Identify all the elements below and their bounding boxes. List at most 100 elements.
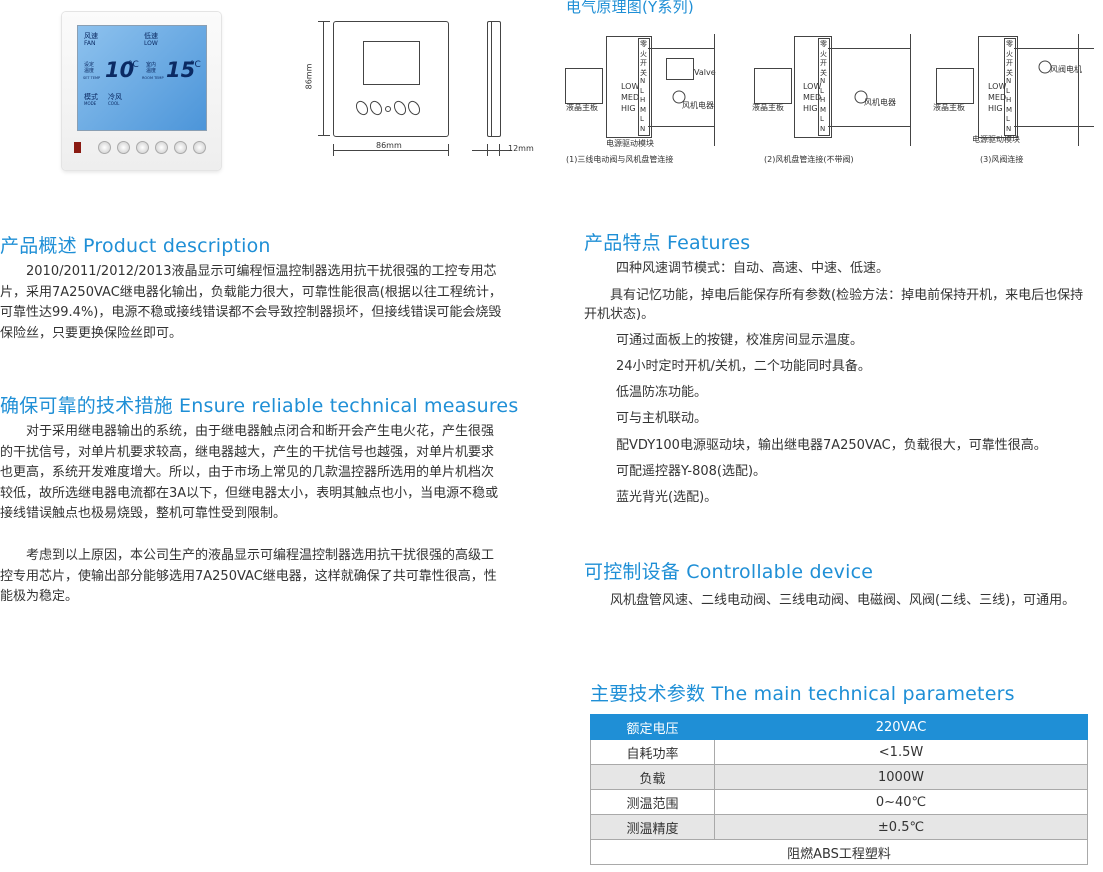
lcd-board-box-3 bbox=[936, 68, 974, 104]
fan-motor-icon bbox=[672, 90, 686, 104]
depth-dim-tick bbox=[499, 144, 500, 156]
terminal-label: 开 bbox=[820, 59, 827, 67]
terminal-label: M bbox=[1006, 105, 1013, 114]
wire-line bbox=[714, 34, 715, 146]
caption-1: (1)三线电动阀与风机盘管连接 bbox=[566, 155, 674, 164]
damper-motor-label: 风阀电机 bbox=[1050, 65, 1082, 74]
param-value: 1000W bbox=[714, 764, 1088, 790]
param-key: 测温范围 bbox=[590, 789, 715, 815]
lcd-room-value: 15 bbox=[166, 58, 196, 82]
reliability-title: 确保可靠的技术措施 Ensure reliable technical meas… bbox=[0, 395, 519, 417]
terminal-label: H bbox=[1006, 96, 1012, 104]
param-value: 0~40℃ bbox=[714, 789, 1088, 815]
lcd-fan-label: 风速 bbox=[84, 32, 98, 40]
power-button-icon bbox=[98, 141, 111, 154]
front-view bbox=[333, 21, 449, 137]
feature-item: 蓝光背光(选配)。 bbox=[616, 490, 718, 505]
wire-line bbox=[1078, 34, 1079, 146]
mode-button-icon bbox=[117, 141, 130, 154]
side-view-line bbox=[491, 21, 492, 137]
terminal-label: 火 bbox=[1006, 49, 1013, 58]
terminal-label: 火 bbox=[640, 49, 647, 58]
fan-motor-icon bbox=[854, 90, 868, 104]
terminal-label: N bbox=[640, 124, 646, 133]
terminal-label: 关 bbox=[640, 68, 647, 77]
table-row: 测温精度 ±0.5℃ bbox=[590, 814, 1088, 840]
param-key: 额定电压 bbox=[590, 714, 715, 740]
terminal-label: 零 bbox=[640, 40, 647, 48]
power-module-label-3: 电源驱动模块 bbox=[972, 135, 1020, 144]
feature-item: 可通过面板上的按键，校准房间显示温度。 bbox=[616, 333, 864, 348]
feature-item: 四种风速调节模式：自动、高速、中速、低速。 bbox=[616, 261, 890, 276]
terminal-block-1 bbox=[638, 38, 650, 136]
table-row: 测温范围 0~40℃ bbox=[590, 789, 1088, 815]
depth-dim-line bbox=[472, 150, 512, 151]
param-value: 220VAC bbox=[714, 714, 1088, 740]
wire-line bbox=[910, 34, 911, 146]
lcd-cool-en: COOL bbox=[108, 101, 120, 106]
med-label-3: MED bbox=[988, 93, 1007, 102]
power-led bbox=[74, 142, 81, 153]
thermostat-photo: 风速 FAN 低速 LOW 设定 温度 SET TEMP 10 °C 室内 温度… bbox=[62, 12, 221, 170]
reliability-paragraph-2: 考虑到以上原因，本公司生产的液晶显示可编程温控制器选用抗干扰很强的高级工控专用芯… bbox=[0, 548, 497, 604]
low-label-1: LOW bbox=[621, 82, 640, 91]
param-value: ±0.5℃ bbox=[714, 814, 1088, 840]
lcd-set-unit: °C bbox=[128, 60, 139, 70]
terminal-block-2 bbox=[818, 38, 830, 136]
terminal-label: 开 bbox=[640, 59, 647, 67]
terminal-label: 火 bbox=[820, 49, 827, 58]
height-dim-label: 86mm bbox=[304, 63, 314, 90]
power-module-label-1: 电源驱动模块 bbox=[606, 139, 654, 148]
param-footer: 阻燃ABS工程塑料 bbox=[590, 839, 1088, 865]
terminal-label: 关 bbox=[1006, 68, 1013, 77]
terminal-label: L bbox=[1006, 115, 1010, 123]
hig-label-2: HIG bbox=[803, 104, 818, 113]
fan-motor-label-1: 风机电器 bbox=[682, 101, 714, 110]
med-label-2: MED bbox=[803, 93, 822, 102]
width-dim-label: 86mm bbox=[376, 141, 402, 150]
terminal-label: 开 bbox=[1006, 59, 1013, 67]
table-row: 自耗功率 <1.5W bbox=[590, 739, 1088, 765]
feature-item: 配VDY100电源驱动块，输出继电器7A250VAC，负载很大，可靠性很高。 bbox=[616, 438, 1047, 453]
terminal-label: 零 bbox=[1006, 40, 1013, 48]
lcd-speed-label: 低速 bbox=[144, 32, 158, 40]
param-key: 负载 bbox=[590, 764, 715, 790]
module-box-3 bbox=[978, 36, 1018, 138]
terminal-label: H bbox=[640, 96, 646, 104]
lcd-room-label: 室内 温度 bbox=[146, 62, 157, 74]
lcd-fan-en: FAN bbox=[84, 40, 96, 47]
front-view-screen bbox=[363, 41, 420, 85]
terminal-label: N bbox=[820, 77, 826, 85]
lcd-room-en: ROOM TEMP bbox=[142, 76, 164, 80]
terminal-label: 零 bbox=[820, 40, 827, 48]
param-key: 自耗功率 bbox=[590, 739, 715, 765]
timer-button-icon bbox=[155, 141, 168, 154]
lcd-board-label-3: 液晶主板 bbox=[933, 103, 965, 112]
product-description-text: 2010/2011/2012/2013液晶显示可编程恒温控制器选用抗干扰很强的工… bbox=[0, 264, 502, 341]
lcd-board-box-2 bbox=[754, 68, 792, 104]
hig-label-1: HIG bbox=[621, 104, 636, 113]
terminal-label: L bbox=[820, 86, 824, 95]
up-button-icon bbox=[174, 141, 187, 154]
lcd-set-en: SET TEMP bbox=[83, 76, 101, 80]
caption-3: (3)风阀连接 bbox=[980, 155, 1024, 164]
terminal-label: L bbox=[640, 86, 644, 95]
table-row: 额定电压 220VAC bbox=[590, 714, 1088, 740]
feature-item: 低温防冻功能。 bbox=[616, 385, 708, 400]
terminal-label: L bbox=[1006, 86, 1010, 95]
fan-button-icon bbox=[136, 141, 149, 154]
wire-line bbox=[1014, 48, 1094, 49]
width-dim-tick bbox=[333, 144, 334, 156]
terminal-label: N bbox=[1006, 124, 1012, 133]
height-dim-line bbox=[323, 21, 324, 135]
wire-line bbox=[828, 48, 910, 49]
depth-dim-tick bbox=[487, 144, 488, 156]
param-value: <1.5W bbox=[714, 739, 1088, 765]
depth-dim-label: 12mm bbox=[508, 144, 534, 153]
width-dim-line bbox=[333, 150, 449, 151]
height-dim-tick bbox=[318, 135, 330, 136]
terminal-label: L bbox=[820, 115, 824, 123]
wire-line bbox=[648, 48, 714, 49]
down-button-icon bbox=[193, 141, 206, 154]
feature-item: 可配遥控器Y-808(选配)。 bbox=[616, 464, 767, 479]
